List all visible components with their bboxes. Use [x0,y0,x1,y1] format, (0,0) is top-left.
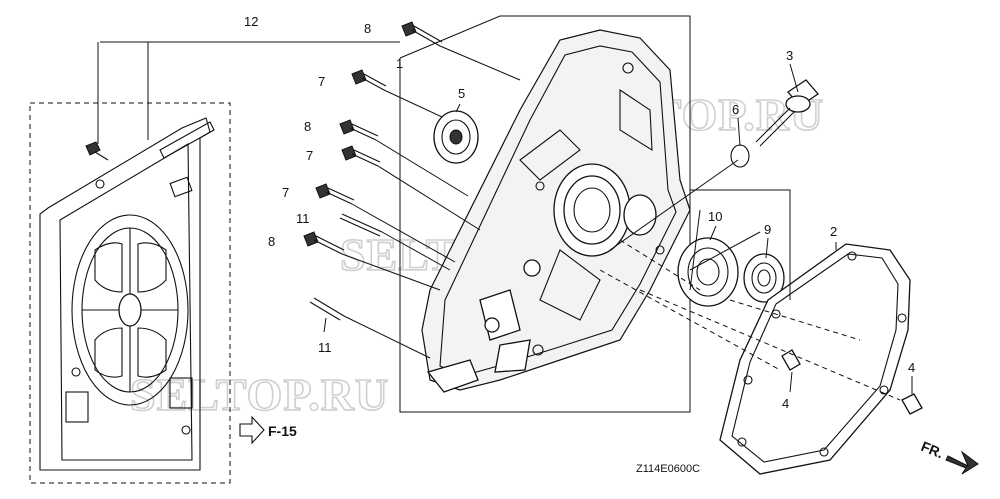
housing-tab [169,176,193,198]
callout-4: 4 [908,360,915,375]
bolt-leaders [341,45,521,359]
callout-8: 8 [364,21,371,36]
assembly-axis-lines [599,239,901,401]
cover-bolt-hole [535,181,545,191]
housing-inner [59,143,193,461]
housing-outline [39,117,211,471]
housing-hole [181,425,191,435]
cover-bolt-hole [655,245,665,255]
ball-bearing-9 [743,253,785,303]
cover-foot [426,359,479,393]
fan-hub [118,293,142,327]
cover-bolt-hole [622,62,634,74]
watermark-text: SELTOP.RU [130,369,389,420]
bearing-race [751,262,777,294]
oil-filler-cap [755,79,819,147]
gasket-outer [719,243,911,475]
bolt-7-mid [341,145,381,167]
callout-12: 12 [244,14,258,29]
bolt-7-low [315,183,355,205]
stud-11-upper [339,213,383,237]
callout-3: 3 [786,48,793,63]
housing-slot [169,377,193,409]
callout-7: 7 [306,148,313,163]
front-direction-indicator: FR. [919,438,979,475]
bolts-group [303,21,521,359]
group-bracket [689,189,791,300]
bearing-bore [757,269,771,287]
oil-seal [433,110,479,164]
bolt-8-low [303,231,345,255]
fan-spokes [82,228,178,392]
cover-rib [519,129,581,181]
callout-labels: 12 8 1 7 5 8 7 7 11 8 11 3 6 10 9 2 4 4 [244,14,915,411]
callout-8: 8 [268,234,275,249]
callout-2: 2 [830,224,837,239]
cover-rib [539,249,601,321]
filler-dipstick [755,107,795,147]
cover-bolt-hole [532,344,544,356]
fan-ring-outer [71,214,189,406]
callout-6: 6 [732,102,739,117]
bearing-outer [743,253,785,303]
cover-rib [619,88,653,152]
crankcase-cover [421,29,691,393]
dowel-pin [901,393,923,415]
callout-4: 4 [782,396,789,411]
bolt-8-mid [339,119,379,141]
callout-11: 11 [296,211,310,226]
housing-slot [65,391,89,423]
cover-group-frame [399,15,691,413]
reference-arrow: F-15 [239,415,297,445]
reference-label: F-15 [268,423,297,439]
housing-hole [95,179,105,189]
leader-12 [97,41,400,144]
bearing-outer [677,237,739,307]
filler-cap-collar [785,95,811,113]
cover-plug [484,317,500,333]
bolt-8-top [401,21,443,47]
callout-leaders [323,63,913,394]
cover-small-boss [623,194,657,236]
direction-arrow-icon [945,450,979,475]
small-bolt-icon [85,141,109,161]
fan-housing-dashed-box [29,102,231,484]
bearing-race [687,247,729,297]
cover-bearing-bore [563,175,621,245]
housing-top-rail [159,121,215,159]
cover-lug [494,339,531,373]
diagram-code: Z114E0600C [636,463,700,475]
callout-7: 7 [318,74,325,89]
ball-bearing-10 [677,237,739,307]
fan-openings [94,242,167,378]
callout-11: 11 [318,340,332,355]
outline-arrow-icon [239,415,265,445]
bearing-bore [696,258,720,286]
o-ring [730,144,750,168]
housing-hole [71,367,81,377]
callout-7: 7 [282,185,289,200]
callout-5: 5 [458,86,465,101]
bolt-7-top [351,69,387,91]
stud-11-lower [309,297,345,321]
fan-housing-assembly [29,41,400,484]
cover-plug [523,259,541,277]
oil-seal-inner [441,119,471,155]
dowel-pin [781,349,801,371]
callout-9: 9 [764,222,771,237]
direction-label: FR. [919,438,946,461]
cover-gasket [719,243,911,475]
oil-seal-hole [449,129,463,145]
callout-1: 1 [396,56,403,71]
cover-bearing-inner [573,187,611,233]
callout-8: 8 [304,119,311,134]
gasket-inner [731,253,899,463]
callout-10: 10 [708,209,722,224]
